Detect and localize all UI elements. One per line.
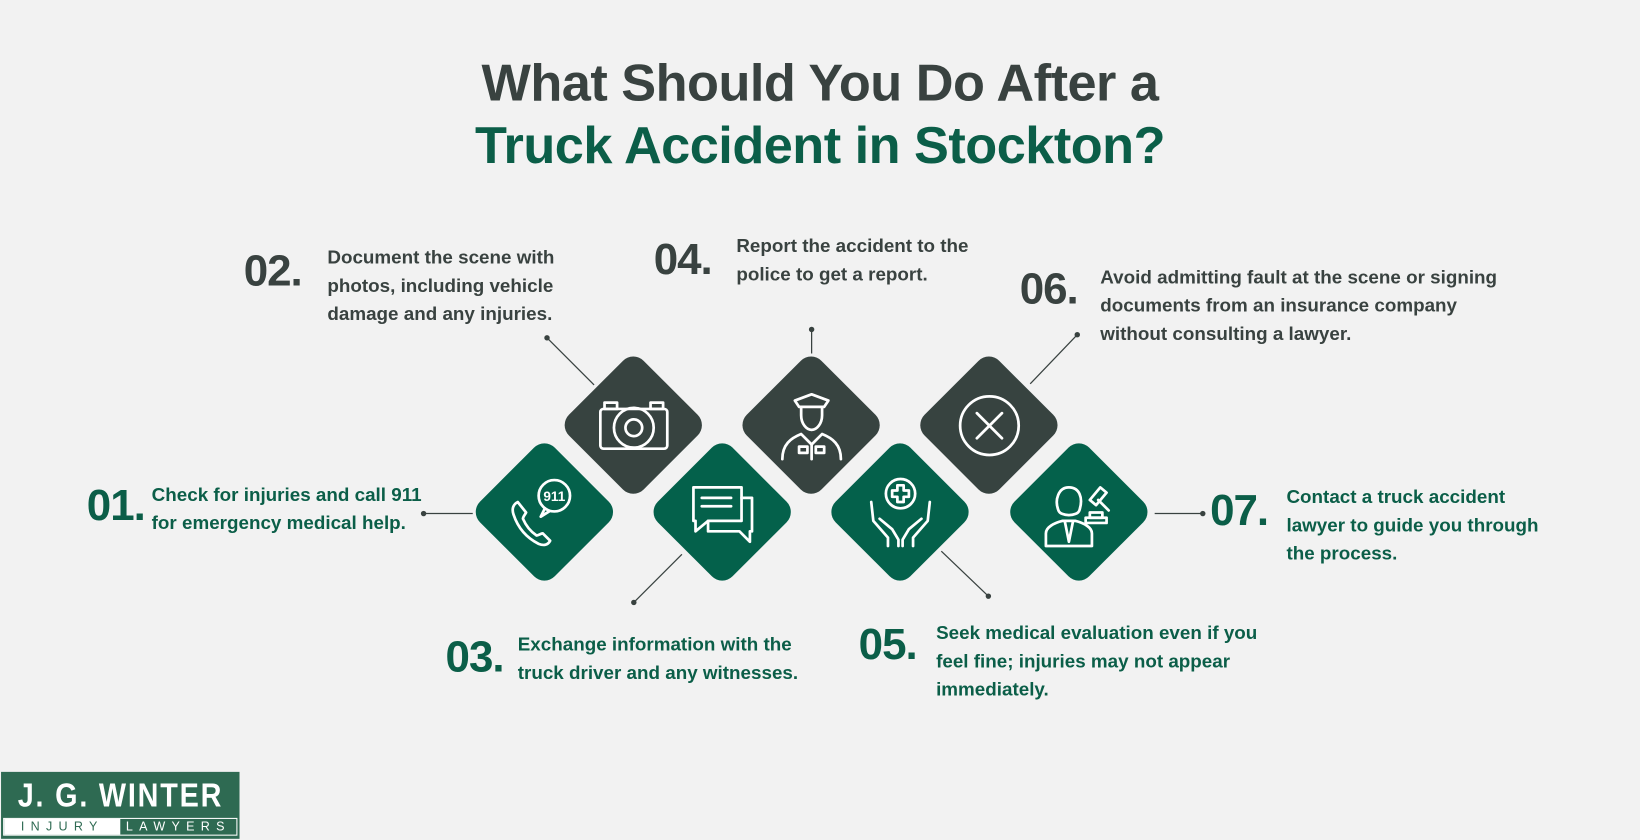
logo-sub-injury: INJURY [4,818,121,835]
step-02-number: 02. [243,245,303,295]
step-07-number: 07. [1210,485,1269,535]
medical-hands-icon [859,471,943,555]
step-03-text: Exchange information with the truck driv… [517,633,799,683]
camera-icon [592,384,676,468]
jg-winter-logo: J. G. WINTER INJURY LAWYERS [1,771,240,839]
step-04-number: 04. [653,234,713,284]
logo-subtitle-bar: INJURY LAWYERS [3,817,238,836]
step-06-number: 06. [1019,263,1079,313]
title-line-1: What Should You Do After a [481,53,1159,112]
step-07-text: Contact a truck accident lawyer to guide… [1286,486,1539,564]
step-04-text: Report the accident to the police to get… [736,235,969,285]
step-06-text: Avoid admitting fault at the scene or si… [1100,266,1498,345]
step-01-number: 01. [86,480,146,530]
title-line-2: Truck Accident in Stockton? [474,116,1166,175]
emergency-number-label: 911 [543,489,565,504]
step-01-text: Check for injuries and call 911 for emer… [151,484,422,534]
police-officer-icon [770,384,854,468]
lawyer-gavel-icon [1038,471,1122,555]
phone-911-icon: 911 [503,471,587,555]
logo-sub-lawyers: LAWYERS [125,818,231,834]
x-circle-icon [948,384,1032,468]
step-03-number: 03. [445,631,505,681]
step-02-text: Document the scene with photos, includin… [327,246,555,325]
logo-name: J. G. WINTER [17,776,224,814]
step-05-number: 05. [858,619,918,669]
chat-bubbles-icon [681,471,765,555]
step-05-text: Seek medical evaluation even if you feel… [936,622,1258,700]
